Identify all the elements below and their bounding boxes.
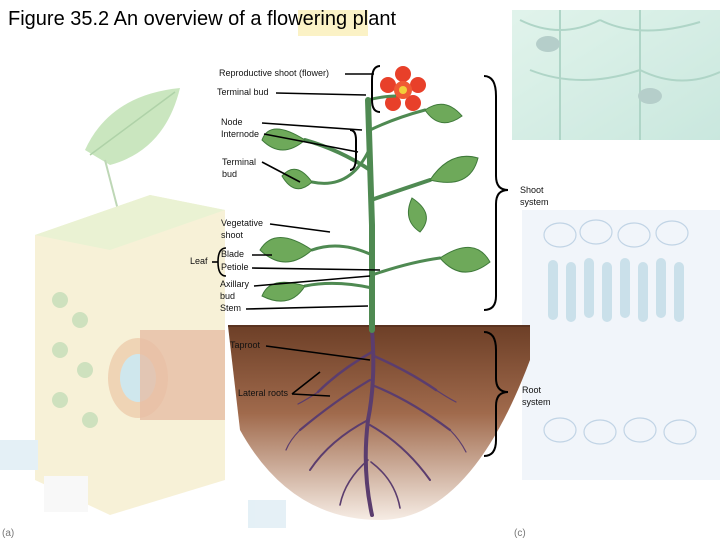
panel-letter-c: (c)	[514, 528, 526, 539]
leaf-blade	[429, 155, 479, 183]
branch	[310, 148, 371, 185]
shoot-system-bracket	[483, 75, 509, 311]
leaves	[259, 103, 491, 302]
label-leaf: Leaf	[190, 256, 208, 266]
label-root-system-line2: system	[522, 397, 551, 407]
root-system	[285, 328, 467, 517]
flower-stalk	[367, 94, 397, 102]
root-system-bracket	[483, 331, 509, 457]
leaf-blade	[281, 168, 313, 190]
label-vegetative-shoot-line2: shoot	[221, 230, 244, 240]
vein-bundle	[140, 330, 225, 420]
lateral-root	[309, 419, 369, 471]
leaf-blade	[259, 237, 313, 263]
internode-bracket	[349, 129, 357, 171]
label-petiole: Petiole	[221, 262, 249, 272]
label-lateral-roots: Lateral roots	[238, 388, 289, 398]
lateral-root	[316, 350, 374, 394]
branch	[303, 138, 372, 172]
label-shoot-system-line1: Shoot	[520, 185, 544, 195]
label-internode: Internode	[221, 129, 260, 139]
flower	[380, 66, 426, 111]
branch	[310, 244, 374, 257]
lateral-root	[369, 424, 431, 481]
branch	[368, 108, 427, 132]
label-root-system-line1: Root	[522, 385, 542, 395]
leaf-blade	[424, 103, 463, 124]
leaf-blade	[439, 246, 491, 273]
branch	[303, 281, 374, 290]
label-terminal-bud: Terminal bud	[217, 87, 269, 97]
title-highlight	[298, 10, 368, 36]
label-axillary-bud-line1: Axillary	[220, 279, 250, 289]
lateral-root	[339, 459, 369, 506]
label-taproot: Taproot	[230, 340, 261, 350]
leaf-blade	[407, 197, 427, 233]
branch	[370, 256, 442, 277]
main-stem	[365, 97, 375, 333]
label-stem: Stem	[220, 303, 242, 313]
leaf-blade	[261, 128, 306, 151]
stem-system	[303, 97, 442, 333]
label-blade: Blade	[221, 249, 245, 259]
faded-leaf-illustration	[85, 88, 180, 165]
label-terminal-bud-line1: Terminal	[222, 157, 257, 167]
leader-lines	[212, 73, 381, 397]
label-axillary-bud-line2: bud	[220, 291, 236, 301]
soil	[228, 326, 530, 520]
label-node: Node	[221, 117, 243, 127]
page-title: Figure 35.2 An overview of a flowering p…	[8, 8, 396, 30]
label-vegetative-shoot-line1: Vegetative	[221, 218, 264, 228]
lateral-root	[370, 383, 452, 432]
lateral-root	[372, 354, 438, 392]
branch	[369, 178, 432, 202]
background-micrographs	[0, 10, 720, 528]
lateral-root	[370, 461, 401, 509]
lateral-root	[298, 378, 372, 432]
brackets	[349, 65, 509, 457]
panel-letter-a: (a)	[2, 528, 15, 539]
flower-bracket	[371, 65, 381, 113]
leaf-section-micrograph	[522, 210, 720, 480]
label-terminal-bud-line2: bud	[222, 169, 238, 179]
label-shoot-system-line2: system	[520, 197, 549, 207]
label-reproductive-shoot: Reproductive shoot (flower)	[219, 68, 330, 78]
